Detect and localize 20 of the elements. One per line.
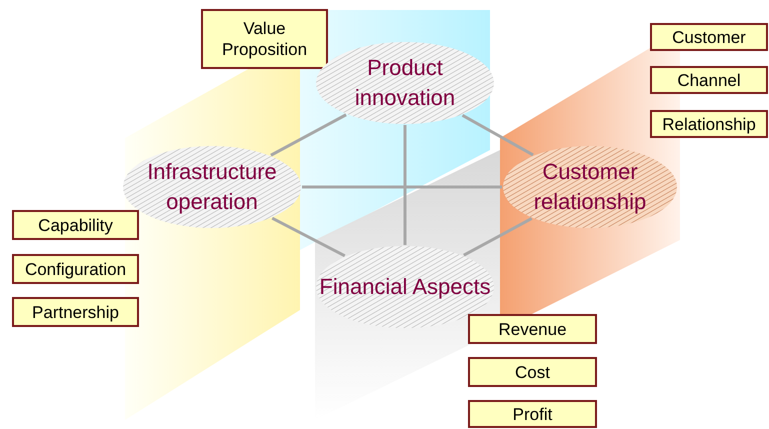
connector-line [272, 216, 346, 258]
term-tag: Relationship [650, 110, 768, 138]
connector-line [462, 114, 534, 156]
term-tag: Customer [650, 23, 768, 51]
term-tag: Capability [12, 210, 139, 240]
term-tag: Revenue [468, 314, 597, 344]
ellipse-node: Financial Aspects [315, 245, 495, 329]
term-tag: Cost [468, 357, 597, 387]
term-tag: Value Proposition [201, 9, 328, 69]
connector-line [463, 217, 532, 257]
term-tag: Profit [468, 400, 597, 428]
connector-line [302, 186, 502, 188]
term-tag: Partnership [12, 297, 139, 327]
term-tag: Channel [650, 66, 768, 94]
ellipse-node: Infrastructure operation [122, 145, 302, 229]
ellipse-node: Product innovation [315, 41, 495, 125]
term-tag: Configuration [12, 254, 139, 284]
connector-line [270, 113, 347, 157]
ellipse-node: Customer relationship [502, 145, 678, 229]
connector-line [404, 125, 406, 245]
